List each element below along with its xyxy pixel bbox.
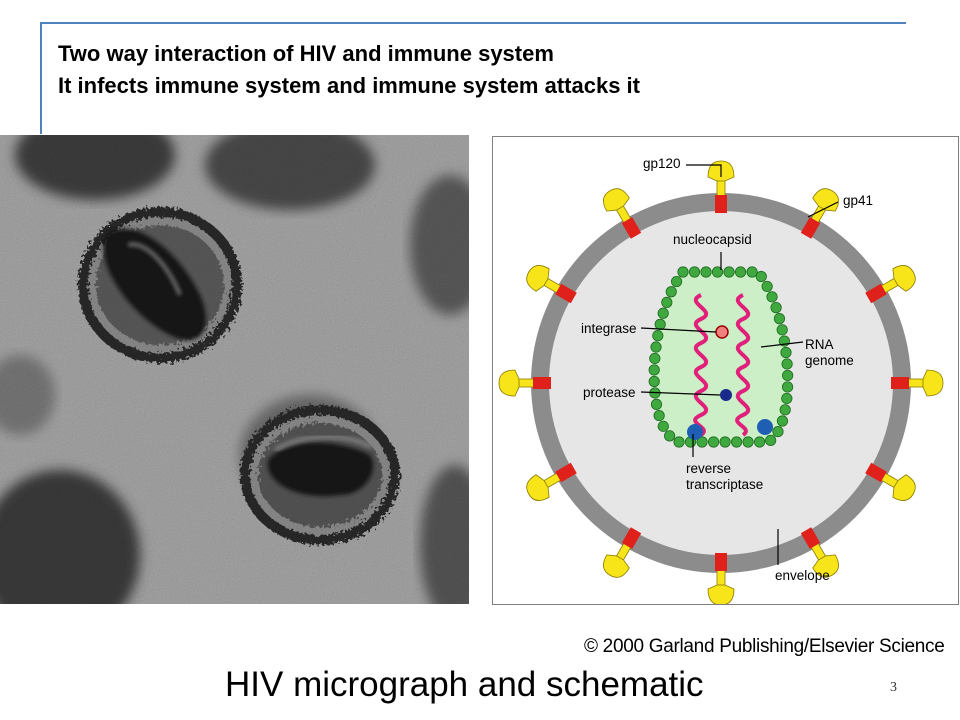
capsid-bead — [742, 436, 754, 448]
capsid-bead — [766, 291, 778, 303]
capsid-bead — [776, 324, 788, 336]
leader-lines — [640, 164, 839, 565]
page-number: 3 — [890, 680, 897, 695]
capsid-bead — [673, 436, 685, 448]
capsid-cone — [654, 272, 788, 442]
capsid-bead — [648, 375, 660, 388]
spike-3 — [865, 265, 916, 304]
capsid-bead — [670, 275, 683, 288]
capsid-bead — [754, 436, 766, 448]
spike-4 — [891, 369, 944, 397]
capsid-bead — [653, 409, 665, 422]
label-integrase: integrase — [581, 321, 637, 336]
rna-strand-2 — [735, 293, 751, 437]
capsid-bead — [781, 381, 794, 393]
capsid-bead — [654, 318, 666, 330]
figure-caption: HIV micrograph and schematic — [225, 665, 704, 704]
title-line-1: Two way interaction of HIV and immune sy… — [58, 41, 554, 66]
spike-9 — [526, 462, 577, 501]
capsid-bead — [755, 270, 767, 283]
title-line-2: It infects immune system and immune syst… — [58, 73, 640, 98]
capsid-bead — [773, 313, 786, 325]
capsid-bead — [779, 404, 791, 416]
copyright-notice: © 2000 Garland Publishing/Elsevier Scien… — [584, 636, 945, 657]
label-rna-line2: genome — [805, 353, 854, 368]
reverse-transcriptase-dot-1 — [687, 424, 703, 440]
reverse-transcriptase-dot-2 — [757, 419, 773, 435]
capsid-bead — [657, 307, 669, 319]
spike-7 — [707, 553, 735, 604]
capsid-bead — [649, 352, 661, 365]
capsid-bead — [734, 266, 747, 278]
capsid-bead — [696, 436, 708, 448]
capsid-bead — [700, 266, 712, 278]
capsid-bead — [780, 346, 792, 359]
hiv-schematic-diagram: gp120 gp41 nucleocapsid integrase RNA ge… — [492, 136, 959, 605]
capsid-bead — [661, 296, 673, 308]
capsid-bead — [711, 266, 724, 278]
label-gp120: gp120 — [643, 156, 681, 171]
label-envelope: envelope — [775, 568, 830, 583]
capsid-bead — [781, 392, 793, 405]
label-nucleocapsid: nucleocapsid — [673, 232, 752, 247]
label-gp41: gp41 — [843, 193, 873, 208]
capsid-bead — [677, 266, 689, 278]
capsid-bead — [719, 436, 731, 448]
capsid-beads — [648, 266, 794, 448]
label-protease: protease — [583, 385, 636, 400]
capsid-bead — [776, 415, 789, 427]
spike-11 — [526, 265, 577, 304]
rna-strand-1 — [693, 293, 709, 437]
capsid-bead — [650, 341, 662, 353]
slide-title: Two way interaction of HIV and immune sy… — [58, 38, 918, 102]
capsid-bead — [657, 420, 669, 432]
capsid-bead — [664, 430, 676, 442]
capsid-bead — [781, 358, 793, 370]
capsid-bead — [648, 364, 660, 376]
capsid-bead — [772, 425, 784, 438]
spike-8 — [603, 527, 642, 578]
title-frame-top-line — [40, 22, 906, 24]
capsid-bead — [782, 369, 794, 382]
spike-6 — [800, 527, 839, 578]
label-reverse-line1: reverse — [686, 461, 731, 476]
capsid-bead — [652, 330, 664, 342]
integrase-dot — [715, 325, 729, 339]
spike-12 — [603, 188, 642, 239]
title-frame-left-line — [40, 22, 42, 134]
capsid-bead — [761, 280, 773, 293]
capsid-bead — [707, 436, 720, 448]
capsid-bead — [746, 266, 758, 278]
capsid-bead — [723, 266, 735, 278]
hiv-micrograph-image — [0, 135, 469, 604]
capsid-bead — [730, 436, 743, 448]
label-reverse-line2: transcriptase — [686, 477, 763, 492]
label-rna-line1: RNA — [805, 337, 834, 352]
capsid-bead — [770, 302, 782, 314]
capsid-bead — [650, 398, 663, 410]
spike-5 — [865, 462, 916, 501]
capsid-bead — [688, 266, 701, 278]
spike-10 — [498, 369, 551, 397]
capsid-bead — [765, 434, 777, 446]
capsid-bead — [665, 286, 677, 298]
protease-dot — [720, 389, 732, 401]
